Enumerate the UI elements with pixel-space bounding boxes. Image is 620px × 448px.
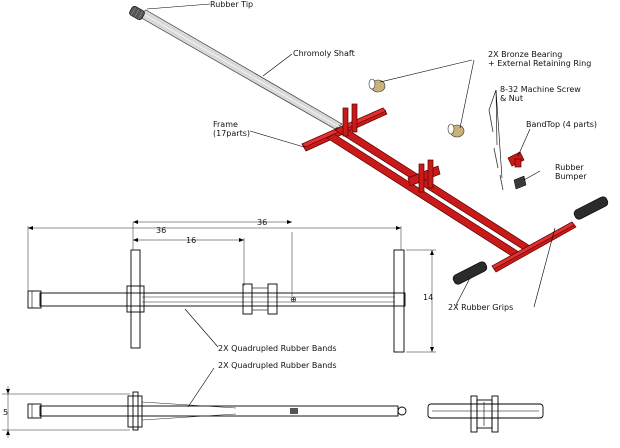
machine-screw-label-2: & Nut (500, 94, 523, 103)
machine-screws (488, 109, 504, 191)
dim-width-14: 14 (423, 293, 433, 302)
rubber-tip-label: Rubber Tip (210, 0, 253, 9)
rubber-bumper-label-2: Bumper (555, 172, 587, 181)
machine-screw-label-1: 8-32 Machine Screw (500, 85, 581, 94)
leader-lines (146, 3, 556, 308)
bronze-bearing-2 (447, 123, 465, 138)
rubber-bands-label-top: 2X Quadrupled Rubber Bands (218, 344, 337, 353)
frame-label-2: (17parts) (213, 129, 250, 138)
rubber-bumper (513, 175, 527, 190)
dim-height-5: 5 (3, 408, 8, 417)
dim-inner-36: 36 (156, 226, 166, 235)
top-view: ⊕ 36 36 16 14 2X Quadrupled Rubber Bands (27, 218, 436, 353)
bronze-bearing-label-1: 2X Bronze Bearing (488, 50, 562, 59)
dim-overall-36: 36 (257, 218, 267, 227)
frame (301, 103, 577, 273)
chromoly-shaft (137, 9, 343, 130)
rubber-tip (129, 5, 145, 21)
end-view (427, 395, 544, 433)
rubber-bands-label-side: 2X Quadrupled Rubber Bands (218, 361, 337, 370)
rubber-grips (452, 196, 609, 285)
svg-text:⊕: ⊕ (290, 295, 297, 304)
dim-span-16: 16 (186, 236, 196, 245)
rubber-grips-label: 2X Rubber Grips (448, 303, 513, 312)
bronze-bearing-1 (368, 78, 386, 93)
side-view: 5 2X Quadrupled Rubber Bands (2, 361, 407, 438)
frame-label-1: Frame (213, 120, 238, 129)
bandtop-label: BandTop (4 parts) (526, 120, 597, 129)
chromoly-shaft-label: Chromoly Shaft (293, 49, 355, 58)
band-top (507, 151, 525, 168)
rubber-bumper-label-1: Rubber (555, 163, 584, 172)
isometric-view: Rubber Tip Chromoly Shaft 2X Bronze Bear… (129, 0, 609, 312)
bronze-bearing-label-2: + External Retaining Ring (488, 59, 591, 68)
